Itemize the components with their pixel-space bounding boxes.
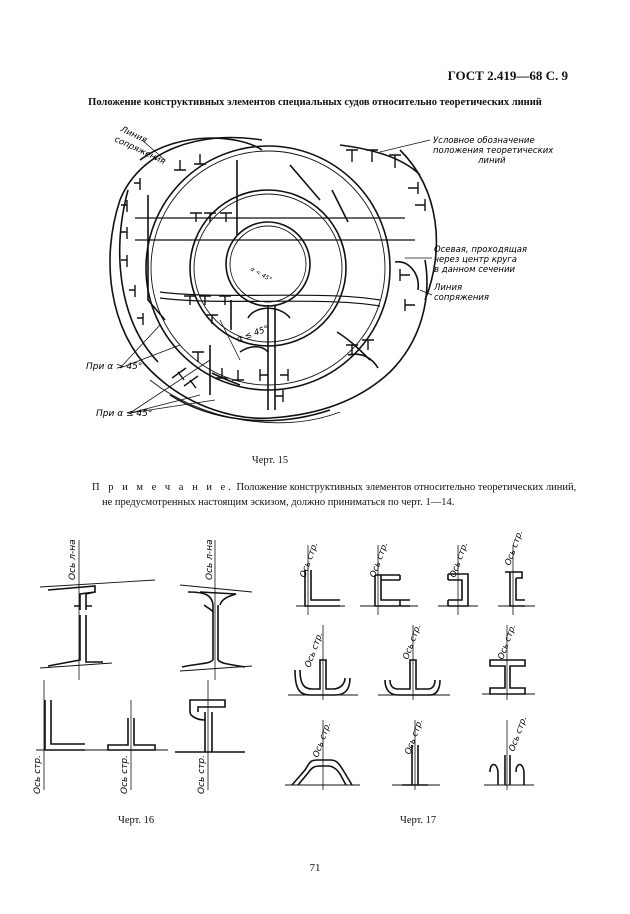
fig17-caption: Черт. 17 (400, 815, 437, 826)
fig15-alpha-le: При α ≤ 45° (96, 409, 152, 419)
fig17-os-str-7: Ось стр. (496, 623, 518, 661)
fig17-os-str-5: Ось стр. (303, 631, 325, 669)
fig17-os-str-1: Ось стр. (298, 541, 320, 579)
note-paragraph: П р и м е ч а н и е. Положение конструкт… (92, 480, 582, 510)
fig17-os-str-4: Ось стр. (503, 529, 525, 567)
fig15-alpha-center: α < 45° (249, 266, 273, 284)
fig15-axis-3: в данном сечении (434, 265, 515, 275)
note-lead: П р и м е ч а н и е. (92, 482, 234, 493)
fig15-conv-3: линий (477, 156, 506, 166)
fig17-os-str-6: Ось стр. (401, 623, 423, 661)
fig15-line-conj-right-1: Линия (433, 283, 462, 293)
fig15-conv-1: Условное обозначение (433, 136, 535, 146)
fig16-os-str-1: Ось стр. (33, 755, 43, 794)
fig15-axis-1: Осевая, проходящая (434, 245, 527, 255)
standard-header: ГОСТ 2.419—68 С. 9 (447, 68, 568, 83)
fig15-caption: Черт. 15 (251, 455, 289, 466)
fig17-os-str-8: Ось стр. (311, 721, 333, 759)
fig15-line-conj-right-2: сопряжения (434, 293, 489, 303)
fig16-os-str-3: Ось стр. (197, 755, 207, 794)
page-title: Положение конструктивных элементов специ… (88, 97, 542, 108)
fig17-os-str-10: Ось стр. (507, 715, 529, 753)
fig15-axis-2: через центр круга (434, 255, 517, 265)
fig15-conv-2: положения теоретических (433, 146, 554, 156)
fig15-alpha-gt: При α > 45° (86, 362, 142, 372)
page-number: 71 (309, 862, 321, 874)
fig16-os-lna-1: Ось л-на (68, 539, 78, 580)
fig16-os-str-2: Ось стр. (120, 755, 130, 794)
fig17-os-str-2: Ось стр. (368, 541, 390, 579)
note-text: Положение конструктивных элементов относ… (102, 482, 577, 509)
fig16-os-lna-2: Ось л-на (205, 539, 215, 580)
fig17-os-str-9: Ось стр. (403, 718, 425, 756)
fig16-caption: Черт. 16 (118, 815, 155, 826)
